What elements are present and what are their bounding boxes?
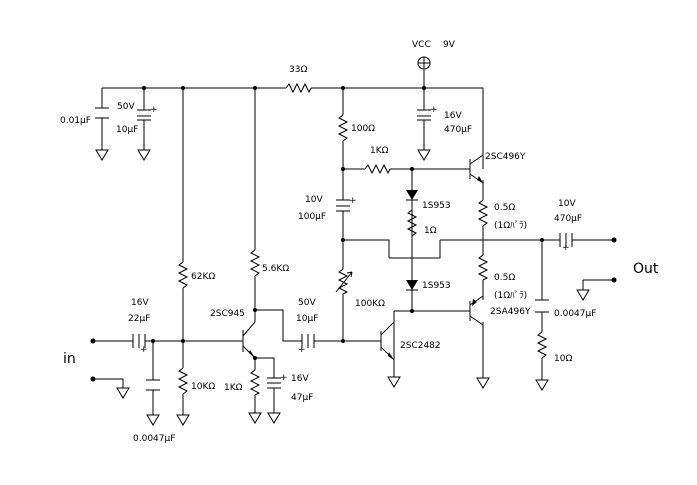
label-c470-v: 16V (444, 111, 462, 121)
label-r100: 100Ω (351, 124, 375, 134)
label-r05-top-note: (1Ωﾊﾟﾗ) (494, 220, 527, 231)
vcc-label: VCC (412, 40, 431, 50)
label-r1k-top: 1KΩ (370, 146, 389, 156)
resistor-100 (337, 114, 349, 142)
ground-symbols (95, 149, 590, 426)
label-cin-v: 16V (131, 298, 149, 308)
cap-input-shunt (146, 379, 160, 391)
label-czobel: 0.0047μF (554, 309, 596, 319)
cap-input (132, 334, 146, 348)
wires (93, 70, 614, 415)
label-q4: 2SA496Y (490, 307, 531, 317)
diode-symbols (406, 190, 418, 291)
vcc-voltage: 9V (443, 40, 456, 50)
resistor-10k (177, 367, 189, 395)
resistor-symbols (177, 82, 548, 396)
transistor-q2 (380, 321, 395, 377)
capacitor-symbols: + + + + + + + (95, 105, 573, 391)
label-ce: 47μF (291, 393, 313, 403)
resistor-05-top (477, 199, 489, 227)
transistor-q1 (242, 321, 256, 359)
label-r05-top: 0.5Ω (494, 203, 515, 213)
io-terminals (90, 237, 617, 382)
diode-1 (406, 190, 418, 200)
diode-2 (406, 280, 418, 290)
resistor-10 (536, 331, 548, 359)
label-cc-v: 50V (298, 298, 316, 308)
label-r5k6: 5.6KΩ (262, 264, 289, 274)
svg-text:+: + (150, 105, 158, 115)
cap-100u (336, 199, 350, 212)
transistor-q4 (469, 280, 484, 326)
svg-text:+: + (140, 345, 148, 355)
cap-001 (95, 107, 109, 119)
label-cin-shunt: 0.0047μF (133, 434, 175, 444)
label-q2: 2SC2482 (400, 341, 441, 351)
label-c100u-v: 10V (305, 195, 323, 205)
svg-text:+: + (349, 196, 357, 206)
svg-text:+: + (562, 243, 570, 253)
label-r10: 10Ω (554, 354, 572, 364)
svg-text:+: + (280, 373, 288, 383)
resistor-5k6 (249, 249, 261, 277)
cap-emitter (267, 377, 281, 389)
label-cin: 22μF (128, 314, 150, 324)
transistor-q3 (469, 88, 484, 200)
resistor-33 (285, 82, 312, 94)
transistor-symbols (242, 88, 484, 377)
label-d1: 1S953 (422, 201, 451, 211)
label-r1k-emitter: 1KΩ (224, 383, 243, 393)
label-cout: 470μF (554, 214, 582, 224)
output-label: Out (633, 261, 659, 277)
label-q1: 2SC945 (210, 309, 245, 319)
label-cout-v: 10V (558, 199, 576, 209)
label-c10u: 10μF (116, 125, 138, 135)
label-r05-bot-note: (1Ωﾊﾟﾗ) (494, 290, 527, 301)
label-r100k: 100KΩ (355, 299, 385, 309)
label-cc: 10μF (296, 314, 318, 324)
label-ce-v: 16V (291, 374, 309, 384)
resistor-1k-top (364, 163, 391, 175)
resistor-1k-emitter (249, 369, 261, 396)
vcc-symbol (417, 56, 431, 70)
cap-output (559, 233, 573, 247)
label-c10u-v: 50V (117, 102, 135, 112)
label-c100u: 100μF (298, 212, 326, 222)
svg-text:+: + (430, 105, 438, 115)
labels: VCC 9V 33Ω 100Ω 1KΩ 62KΩ 5.6KΩ 10KΩ 1KΩ … (60, 40, 659, 444)
label-c001: 0.01μF (60, 116, 91, 126)
cap-zobel (535, 299, 549, 313)
variable-arrow (335, 271, 353, 293)
cap-470u-supply (417, 109, 431, 121)
label-r05-bot: 0.5Ω (494, 273, 515, 283)
label-r62k: 62KΩ (191, 272, 215, 282)
label-d2: 1S953 (422, 281, 451, 291)
label-c470: 470μF (444, 125, 472, 135)
resistor-62k (177, 261, 189, 289)
label-r1: 1Ω (424, 226, 437, 236)
label-q3: 2SC496Y (485, 152, 526, 162)
cap-10u-supply (137, 109, 151, 121)
label-r10k: 10KΩ (191, 382, 215, 392)
svg-text:+: + (298, 345, 306, 355)
resistor-100k-variable (337, 268, 349, 295)
label-r33: 33Ω (289, 65, 307, 75)
input-label: in (63, 351, 76, 367)
resistor-05-bot (477, 254, 489, 281)
resistor-1ohm (406, 209, 418, 237)
cap-coupling (301, 334, 315, 348)
